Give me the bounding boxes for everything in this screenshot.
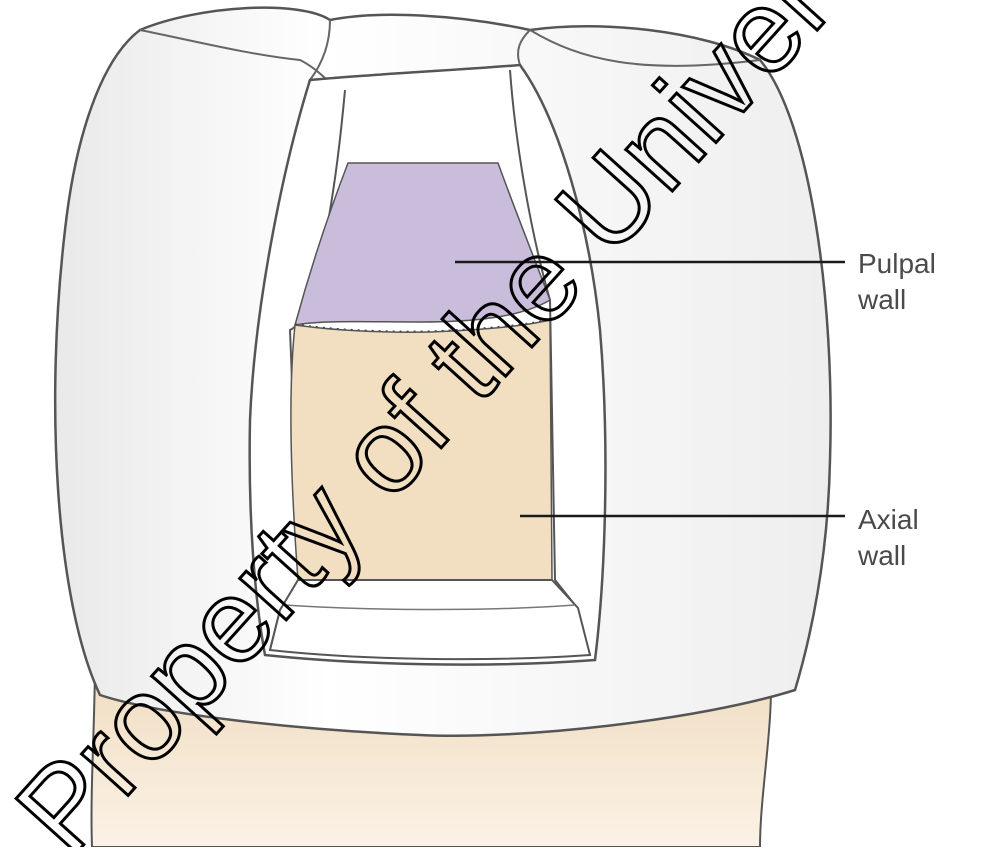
- axial-wall-label-line2: wall: [858, 538, 919, 574]
- axial-wall-label: Axial wall: [858, 502, 919, 574]
- axial-wall-label-line1: Axial: [858, 502, 919, 538]
- gingival-floor: [270, 580, 590, 659]
- pulpal-wall-label-line2: wall: [858, 282, 936, 318]
- pulpal-wall-label: Pulpal wall: [858, 246, 936, 318]
- pulpal-wall-label-line1: Pulpal: [858, 246, 936, 282]
- axial-wall: [291, 320, 552, 580]
